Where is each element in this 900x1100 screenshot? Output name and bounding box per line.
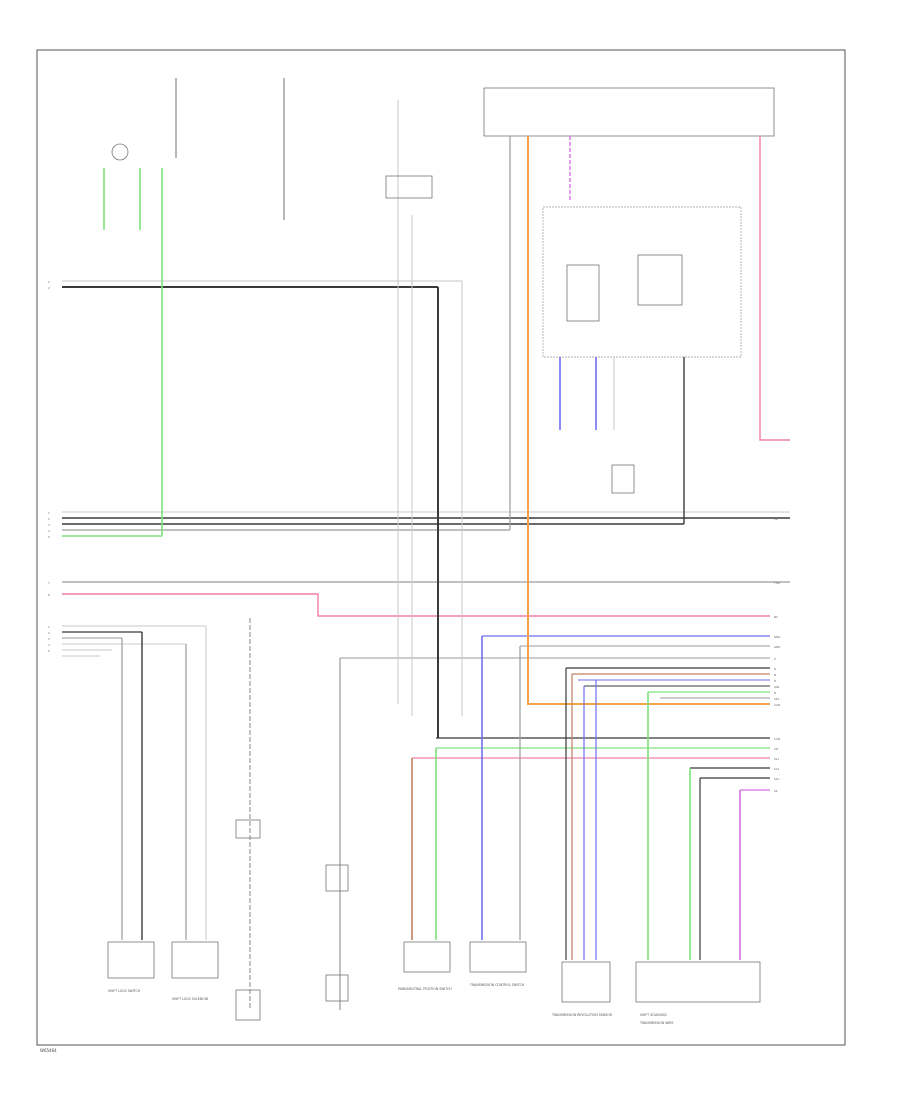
right-signal-wires <box>340 635 770 791</box>
ground-symbol-icon <box>111 143 129 161</box>
svg-text:3: 3 <box>48 637 50 641</box>
svg-text:2: 2 <box>48 517 50 521</box>
components <box>107 143 761 1021</box>
svg-text:SP1: SP1 <box>774 697 779 701</box>
svg-text:SL2: SL2 <box>774 767 779 771</box>
svg-text:SLT: SLT <box>774 747 779 751</box>
diagram-code: W65464 <box>40 1048 57 1053</box>
svg-text:N: N <box>774 673 776 677</box>
switch-box <box>385 175 433 199</box>
svg-text:1: 1 <box>48 625 50 629</box>
relay-coil <box>566 264 600 322</box>
svg-text:1: 1 <box>48 511 50 515</box>
switch-lower <box>325 864 349 892</box>
svg-text:4: 4 <box>48 643 50 647</box>
svg-text:P: P <box>774 657 776 661</box>
svg-text:SL1: SL1 <box>774 757 779 761</box>
svg-text:1: 1 <box>48 280 50 284</box>
connector-right <box>635 961 761 1003</box>
diagram-frame <box>36 49 846 1046</box>
vertical-wires <box>103 78 790 1010</box>
connector-center-3 <box>561 961 611 1003</box>
sensor-box <box>611 464 635 494</box>
svg-text:5: 5 <box>48 649 50 653</box>
svg-text:SLU: SLU <box>774 777 779 781</box>
switch-mid <box>235 989 261 1021</box>
svg-text:D: D <box>774 679 776 683</box>
svg-text:SHIFT LOCK SWITCH: SHIFT LOCK SWITCH <box>108 989 141 993</box>
svg-text:2: 2 <box>48 631 50 635</box>
svg-text:TRANSMISSION CONTROL SWITCH: TRANSMISSION CONTROL SWITCH <box>469 983 525 987</box>
svg-text:SR: SR <box>774 517 778 521</box>
relay-box <box>542 206 742 358</box>
connector-center-1 <box>403 941 451 973</box>
connector-center-2 <box>469 941 527 973</box>
svg-text:TRANSMISSION WIRE: TRANSMISSION WIRE <box>639 1021 674 1025</box>
svg-text:2: 2 <box>48 286 50 290</box>
speed-sensor-left <box>107 941 155 979</box>
svg-text:SHIFT SOLENOID: SHIFT SOLENOID <box>640 1013 667 1017</box>
svg-text:CAN: CAN <box>774 703 780 707</box>
svg-text:8: 8 <box>48 593 50 597</box>
svg-text:IGN: IGN <box>774 685 779 689</box>
svg-text:TRANSMISSION REVOLUTION SENSOR: TRANSMISSION REVOLUTION SENSOR <box>551 1013 613 1017</box>
svg-text:B: B <box>774 691 776 695</box>
svg-text:7: 7 <box>48 581 50 585</box>
junction-block <box>483 87 775 137</box>
svg-text:3: 3 <box>48 523 50 527</box>
svg-text:GND: GND <box>774 635 780 639</box>
svg-text:R: R <box>774 667 776 671</box>
left-pin-labels: 1 2 1 2 3 4 5 7 8 1 2 3 4 5 <box>48 280 50 653</box>
right-pin-labels: GND GND P R N D IGN B SP1 CAN CAN SLT SL… <box>773 517 781 793</box>
fuse-left <box>235 819 261 839</box>
svg-text:PARK/NEUTRAL POSITION SWITCH: PARK/NEUTRAL POSITION SWITCH <box>398 987 452 991</box>
bottom-component-labels: SHIFT LOCK SWITCH SHIFT LOCK SOLENOID PA… <box>108 983 674 1025</box>
svg-text:NC: NC <box>774 615 778 619</box>
svg-text:5: 5 <box>48 535 50 539</box>
switch-lower-2 <box>325 974 349 1002</box>
svg-text:GND: GND <box>774 645 780 649</box>
relay-switch <box>637 254 683 306</box>
svg-text:S4: S4 <box>774 789 778 793</box>
svg-text:SHIFT LOCK SOLENOID: SHIFT LOCK SOLENOID <box>172 997 209 1001</box>
speed-sensor-right <box>171 941 219 979</box>
horizontal-bus <box>62 280 790 657</box>
svg-text:CAN: CAN <box>774 737 780 741</box>
svg-text:THO: THO <box>773 581 781 585</box>
svg-text:4: 4 <box>48 529 50 533</box>
